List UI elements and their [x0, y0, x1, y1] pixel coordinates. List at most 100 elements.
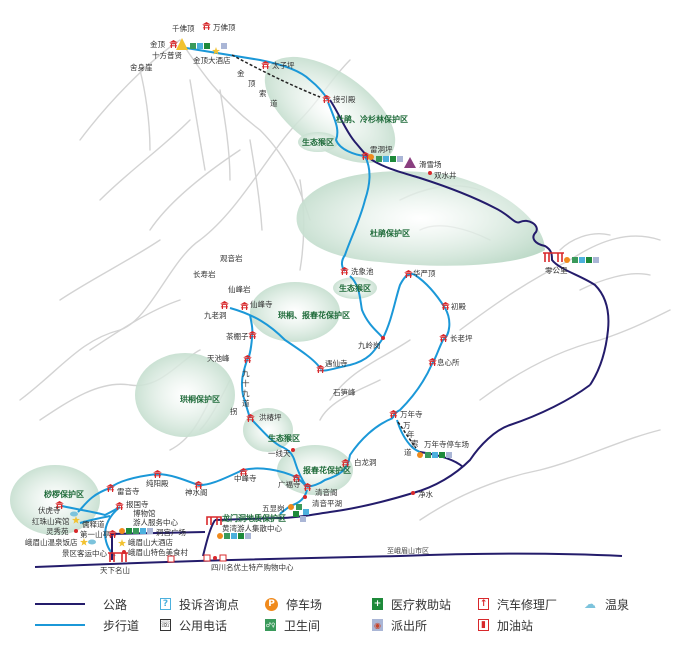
tourist-map: 千佛顶 万佛顶 金顶 十方普贤 金顶大酒店 舍身崖 太子坪 金 顶 索 道 接引…: [10, 22, 671, 575]
jinding-cableway: [231, 54, 321, 98]
facility-cluster-plaza: [119, 528, 153, 534]
label-jinding: 金顶: [150, 39, 165, 49]
zone-label-gongtong-baochunhua: 珙桐、报春花保护区: [278, 310, 350, 320]
trail-line-icon: [35, 624, 85, 626]
label-xixinsuo: 息心所: [437, 357, 460, 367]
temple-icon[interactable]: [202, 22, 211, 30]
legend-label: 停车场: [286, 597, 323, 612]
temple-icon[interactable]: [220, 301, 229, 309]
legend-hot-spring: ☁ 温泉: [583, 596, 629, 612]
temple-icon[interactable]: [316, 365, 325, 373]
shuangshuijing-dot[interactable]: [428, 171, 432, 175]
label-sheshenya: 舍身崖: [130, 62, 153, 72]
trail-wannian-parking: [396, 419, 421, 453]
label-zhongfengsi: 中峰寺: [234, 473, 257, 483]
place-labels: 千佛顶 万佛顶 金顶 十方普贤 金顶大酒店 舍身崖 太子坪 金 顶 索 道 接引…: [25, 22, 568, 575]
trail-wannian-qingyinge: [306, 417, 394, 488]
label-tianchifeng: 天池峰: [207, 353, 230, 363]
hotel-star-icon[interactable]: [118, 539, 126, 547]
label-wanfoding: 万佛顶: [213, 22, 236, 32]
temple-icon[interactable]: [240, 302, 249, 310]
yixiantian-dot[interactable]: [291, 448, 295, 452]
label-guangfusi: 广福寺: [278, 479, 301, 489]
label-xixiangchi: 洗象池: [351, 266, 374, 276]
road-linggongli-jingshui: [214, 384, 591, 521]
trail-hongchunping-qingyinge: [251, 419, 308, 488]
label-wannian-cable-2: 年: [407, 429, 415, 439]
label-museum: 博物馆: [133, 508, 156, 518]
food-village-dot[interactable]: [122, 550, 126, 554]
trail-jiulinggang-huayan-wannian: [382, 272, 451, 419]
label-jinding-cable-1: 金: [237, 68, 245, 78]
label-qingyinge: 清音阁: [315, 487, 338, 497]
legend-label: 加油站: [497, 618, 534, 633]
tianxiamingshan-gate-icon[interactable]: [108, 552, 128, 562]
label-qingyinpinghu: 清音平湖: [312, 498, 342, 508]
label-taiziping: 太子坪: [272, 60, 295, 70]
spot-dots: [74, 171, 432, 560]
jingshui-dot[interactable]: [411, 491, 415, 495]
zone-monkey-1: [298, 132, 338, 152]
facility-cluster-wannian: [417, 452, 452, 458]
zone-label-monkey-1: 生态猴区: [302, 137, 334, 147]
label-jiulinggang: 九岭岗: [358, 340, 381, 350]
label-to-city: 至峨眉山市区: [387, 546, 429, 555]
ski-resort-icon[interactable]: [404, 157, 416, 168]
legend-trail: 步行道: [35, 617, 139, 633]
legend-label: 派出所: [391, 618, 428, 633]
label-chapengzi: 茶棚子: [226, 331, 249, 341]
label-xianfengsi: 仙峰寺: [250, 299, 273, 309]
huangwan-gate-icon[interactable]: [206, 516, 222, 525]
trail-yuxiansi-jiulaodong: [229, 307, 321, 369]
legend-label: 公用电话: [179, 618, 228, 633]
linggongli-gate-icon[interactable]: [543, 252, 564, 262]
parking-icon: P: [265, 597, 278, 611]
zone-label-monkey-2: 生态猴区: [339, 283, 371, 293]
legend-label: 卫生间: [284, 618, 321, 633]
hot-spring-icon: [88, 539, 96, 545]
label-shisunfeng: 石笋峰: [333, 387, 356, 397]
road-baoguosi: [109, 531, 206, 535]
legend-label: 投诉咨询点: [179, 597, 240, 612]
label-shopping-center: 四川名优土特产购物中心: [211, 562, 294, 572]
label-tianxiamingshan: 天下名山: [100, 565, 130, 575]
temple-icon[interactable]: [340, 267, 349, 275]
label-hongchunping: 洪椿坪: [259, 412, 282, 422]
police-icon: ◉: [372, 619, 383, 631]
trail-xixiangchi-jiulinggang: [349, 275, 384, 339]
jinding-golden-buddha-icon: [176, 38, 188, 50]
wannian-cableway: [397, 421, 417, 449]
qingyinpinghu-dot[interactable]: [303, 495, 307, 499]
trail-baoguosi-tianxiamingshan: [104, 506, 121, 557]
label-jiushijiu-5: 拐: [230, 406, 238, 416]
temple-icon[interactable]: [243, 355, 252, 363]
label-shuangshuijing: 双水井: [434, 170, 457, 180]
toilet-icon: ♂♀: [265, 619, 276, 631]
gas-station-icon: [167, 555, 175, 563]
label-jiushijiu-1: 九: [242, 369, 250, 378]
zone-label-dujuan: 杜鹃保护区: [370, 228, 410, 238]
jiulinggang-dot[interactable]: [381, 336, 385, 340]
legend-complaint-info: ? 投诉咨询点: [160, 596, 239, 612]
lingxiuyuan-dot[interactable]: [74, 529, 78, 533]
hotel-star-icon[interactable]: [80, 538, 88, 546]
legend-road: 公路: [35, 596, 127, 612]
label-changlaoping: 长老坪: [450, 333, 473, 343]
legend-gas-station: ▮ 加油站: [478, 617, 533, 633]
label-wannian-cable-1: 万: [403, 421, 411, 430]
label-hongzhushan-hotel: 红珠山宾馆: [32, 516, 70, 526]
label-leidongping: 雷洞坪: [370, 145, 393, 154]
zone-dujuan: [296, 171, 545, 266]
label-visitor-center: 游人服务中心: [133, 517, 178, 527]
label-huayanding: 华严顶: [413, 268, 436, 278]
label-jiulaodong: 九老洞: [204, 310, 227, 320]
zone-label-baochunhua: 报春花保护区: [303, 465, 351, 475]
label-jinding-hotel: 金顶大酒店: [193, 55, 231, 65]
legend-label: 汽车修理厂: [497, 597, 558, 612]
facility-cluster-huangwan: [217, 533, 251, 539]
public-phone-icon: ☏: [159, 619, 172, 631]
label-food-village: 峨眉山特色美食村: [128, 547, 188, 557]
shopping-dot[interactable]: [213, 556, 217, 560]
label-jinding-cable-4: 道: [270, 98, 278, 108]
label-xianfengyan: 仙峰岩: [228, 284, 251, 294]
